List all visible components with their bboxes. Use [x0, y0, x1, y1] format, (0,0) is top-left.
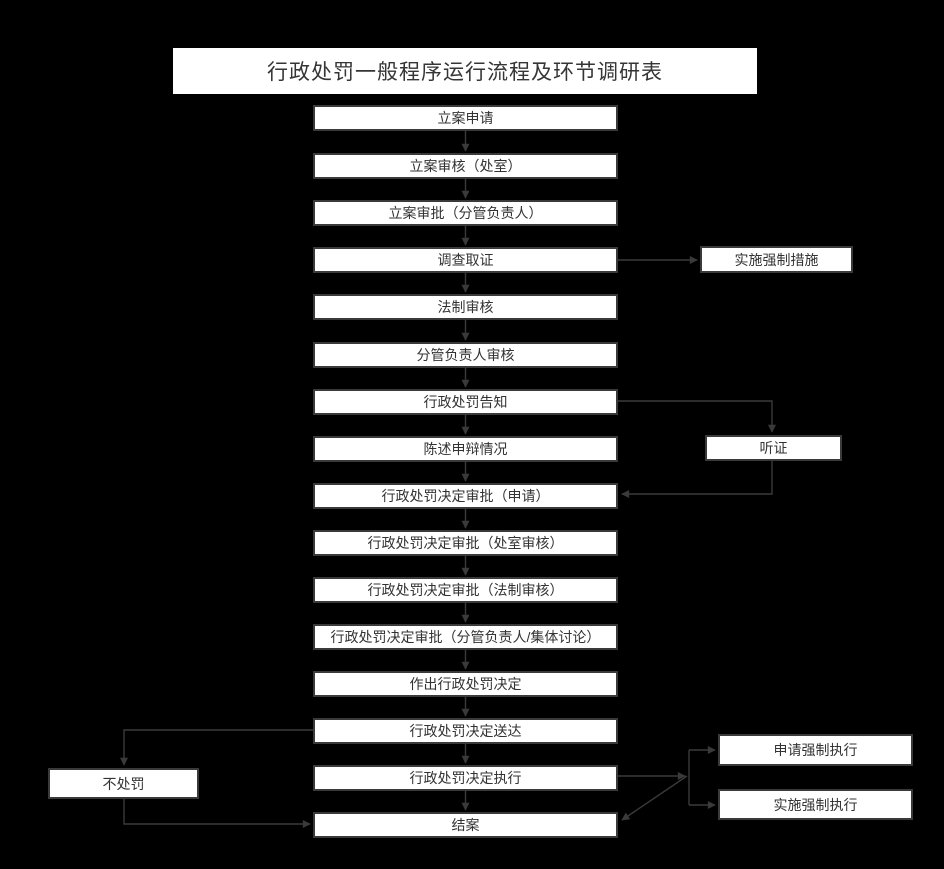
side-box-no-penalty: 不处罚 [48, 768, 199, 799]
flow-step-decision-approval-legal: 行政处罚决定审批（法制审核） [313, 577, 618, 603]
flow-step-make-decision: 作出行政处罚决定 [313, 671, 618, 697]
flow-step-statement-defense: 陈述申辩情况 [313, 436, 618, 462]
flow-step-decision-execution: 行政处罚决定执行 [313, 765, 618, 791]
diagram-title: 行政处罚一般程序运行流程及环节调研表 [173, 48, 757, 94]
connector-hearing-to-decision-approval [621, 461, 773, 498]
side-box-enforcement-measures: 实施强制措施 [700, 246, 853, 273]
flow-step-decision-delivery: 行政处罚决定送达 [313, 718, 618, 744]
connector-notification-to-hearing [618, 400, 776, 433]
flow-step-penalty-notification: 行政处罚告知 [313, 389, 618, 415]
connector-branch-to-case-closed [621, 775, 688, 821]
flow-step-investigation: 调查取证 [313, 247, 618, 273]
side-box-implement-enforcement: 实施强制执行 [718, 789, 913, 820]
flow-step-filing-approval: 立案审批（分管负责人） [313, 200, 618, 226]
flow-step-filing-review: 立案审核（处室） [313, 153, 618, 179]
flow-step-case-closed: 结案 [313, 812, 618, 838]
flow-step-filing-application: 立案申请 [313, 105, 618, 131]
side-box-hearing: 听证 [705, 435, 842, 461]
flow-step-legal-review: 法制审核 [313, 294, 618, 320]
connector-no-penalty-to-case-closed [123, 799, 311, 828]
side-box-apply-enforcement: 申请强制执行 [718, 734, 913, 766]
flow-step-decision-approval-division: 行政处罚决定审批（处室审核） [313, 530, 618, 556]
flow-step-leader-review: 分管负责人审核 [313, 342, 618, 368]
flow-step-decision-approval-leader-discussion: 行政处罚决定审批（分管负责人/集体讨论） [313, 624, 618, 650]
connector-delivery-to-no-penalty [120, 729, 313, 766]
flow-step-decision-approval-application: 行政处罚决定审批（申请） [313, 483, 618, 509]
